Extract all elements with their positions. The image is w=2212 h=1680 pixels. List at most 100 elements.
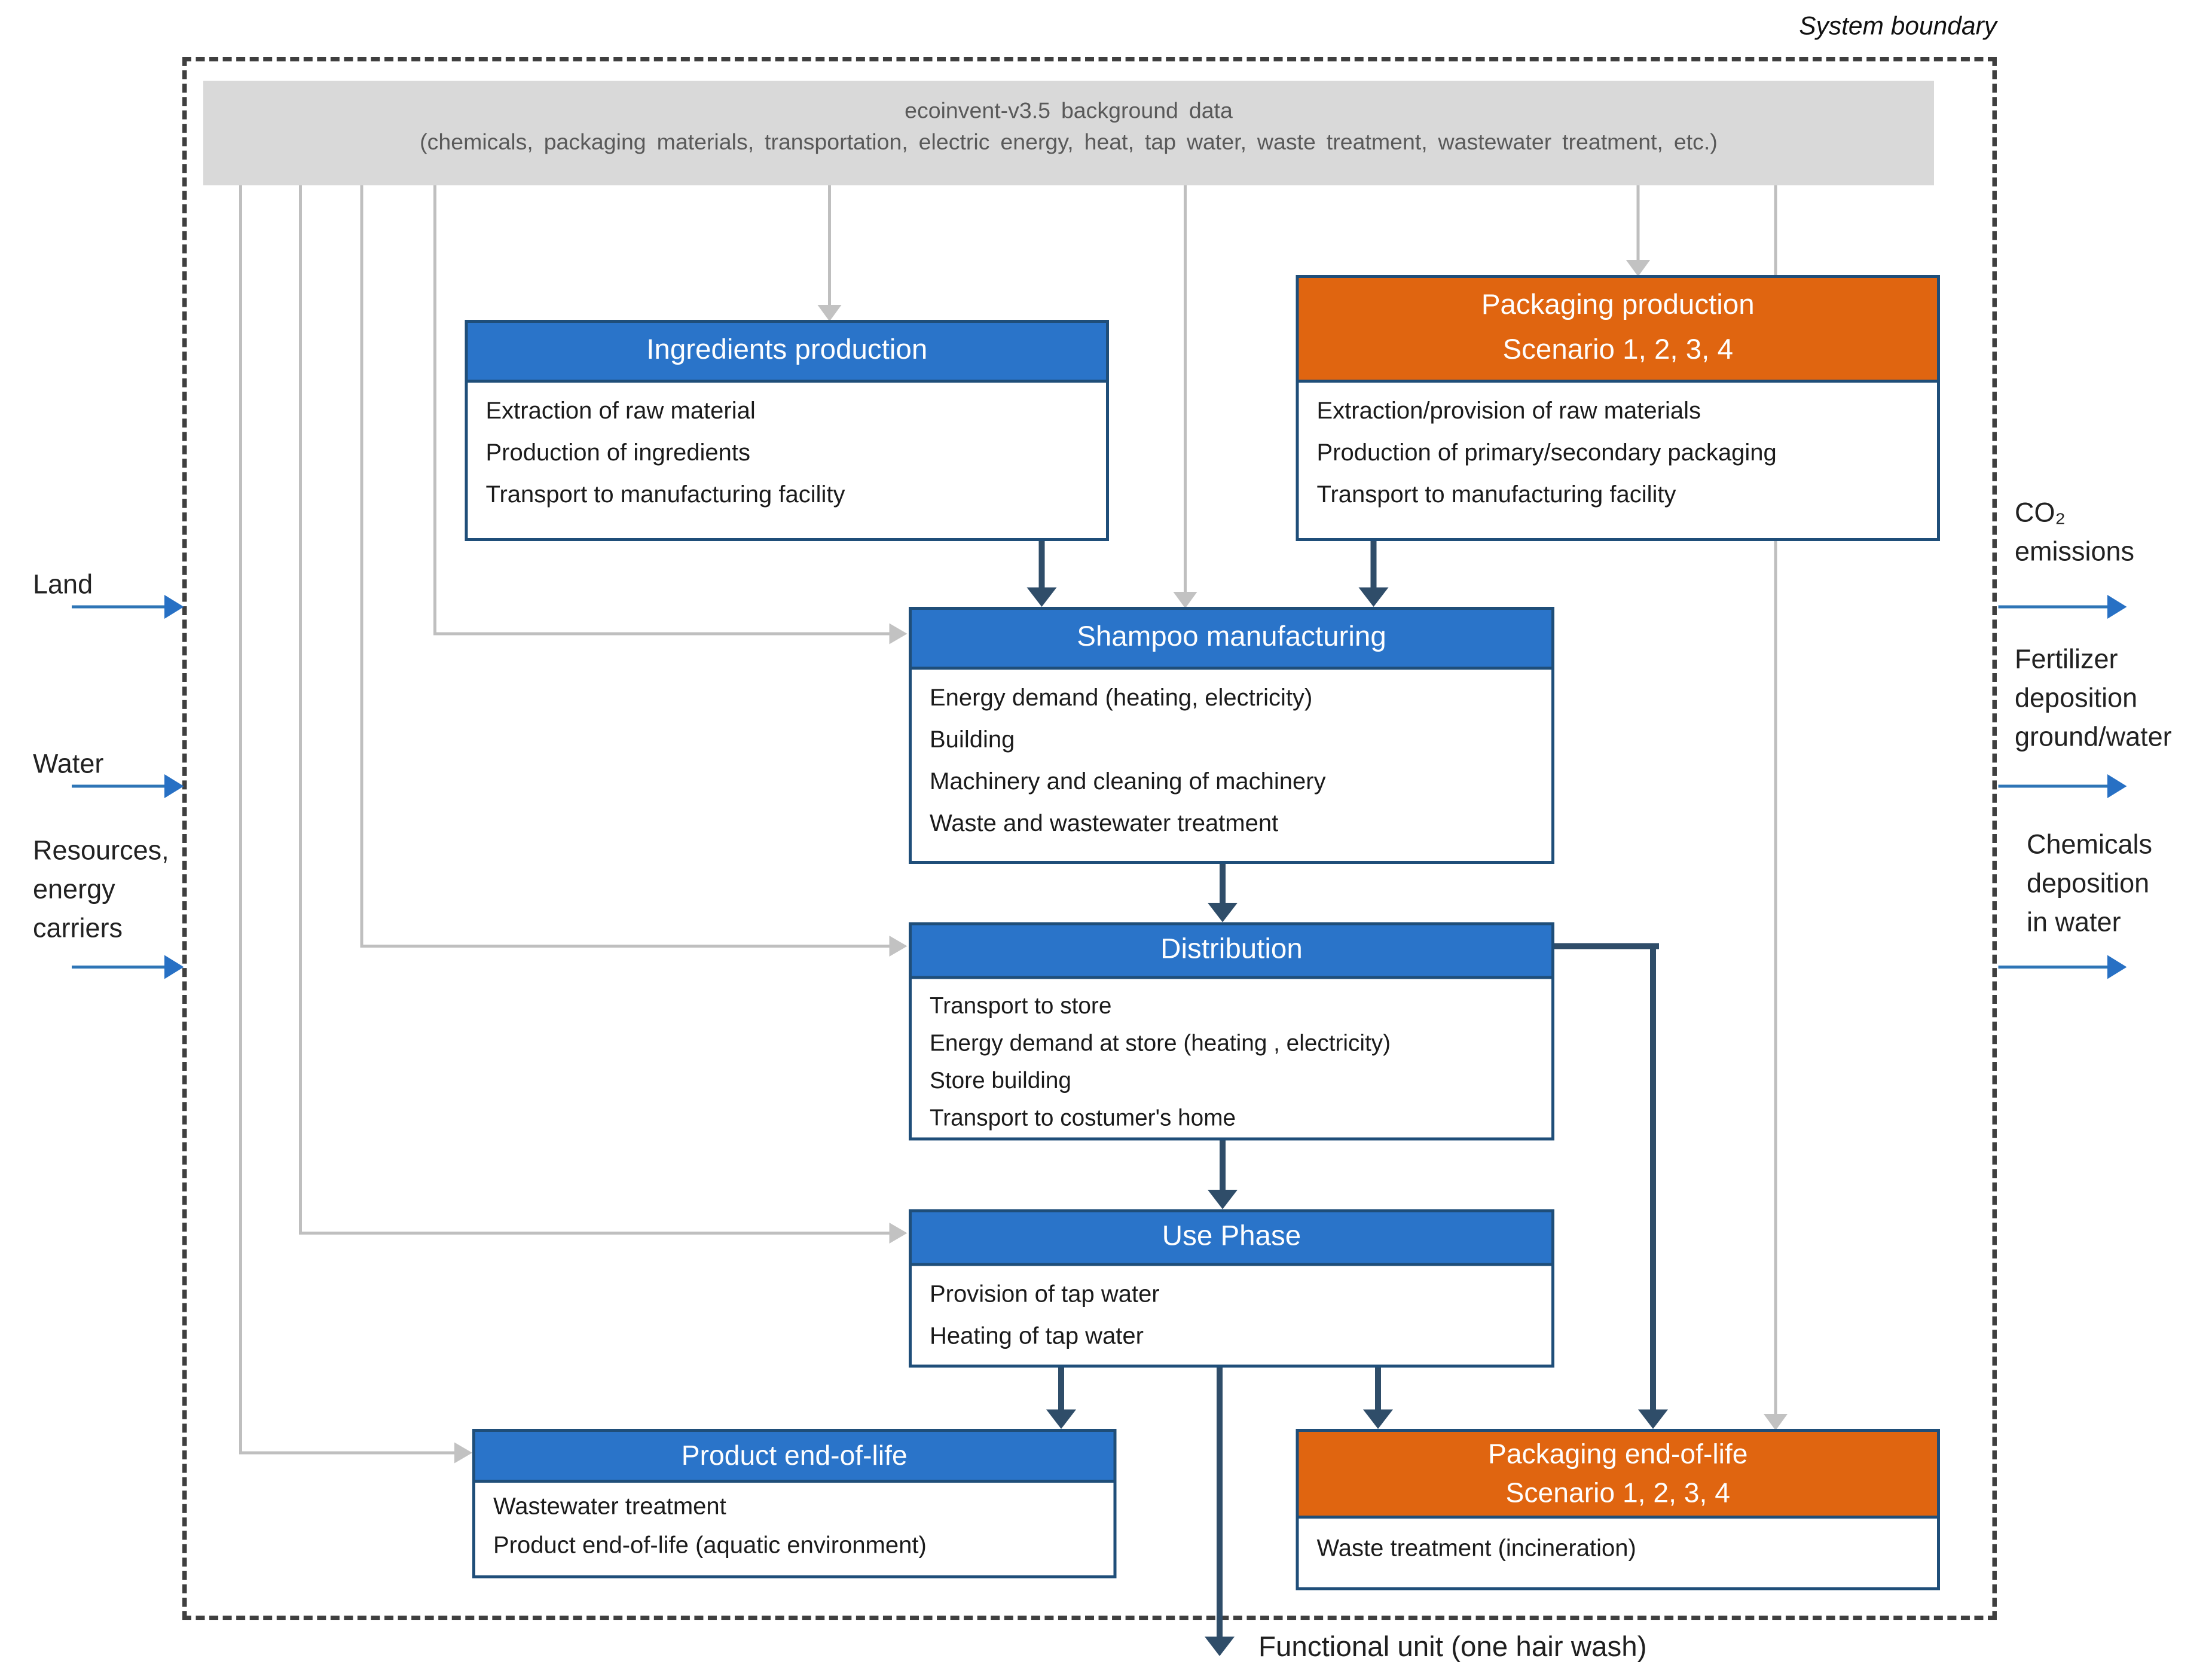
connector-banner-elbow-use-phase-vertical (299, 185, 302, 1235)
box-shampoo-manufacturing-body: Energy demand (heating, electricity) Bui… (912, 670, 1551, 855)
box-shampoo-manufacturing-header: Shampoo manufacturing (912, 610, 1551, 670)
arrowhead-functional-unit-icon (1205, 1636, 1235, 1656)
output-chemicals-line2: deposition (2027, 868, 2150, 899)
box-distribution-header: Distribution (912, 925, 1551, 979)
box-use-phase-header: Use Phase (912, 1212, 1551, 1266)
output-co2-line2: emissions (2015, 536, 2135, 567)
list-item: Production of ingredients (485, 441, 751, 467)
connector-distribution-to-packaging-eol-vertical (1650, 943, 1656, 1411)
arrowhead-right-distribution-icon (889, 936, 908, 957)
system-boundary-frame (182, 57, 1997, 1620)
input-land-label: Land (33, 569, 93, 600)
box-ingredients-production-title: Ingredients production (646, 335, 928, 366)
arrowhead-down-ingredients-icon (817, 305, 842, 322)
box-distribution: Distribution Transport to store Energy d… (909, 922, 1554, 1141)
output-co2-line1: CO₂ (2015, 497, 2066, 528)
box-shampoo-manufacturing: Shampoo manufacturing Energy demand (hea… (909, 607, 1554, 864)
input-water-arrowhead-icon (164, 774, 184, 798)
arrowhead-right-use-phase-icon (889, 1223, 908, 1244)
output-co2-label: CO₂ emissions (2015, 493, 2134, 571)
box-packaging-end-of-life: Packaging end-of-life Scenario 1, 2, 3, … (1296, 1429, 1940, 1590)
list-item: Heating of tap water (930, 1324, 1144, 1350)
output-chemicals-line1: Chemicals (2027, 829, 2153, 860)
box-packaging-production: Packaging production Scenario 1, 2, 3, 4… (1296, 275, 1940, 541)
connector-use-phase-to-packaging-eol (1375, 1367, 1381, 1411)
box-use-phase-title: Use Phase (1162, 1221, 1301, 1253)
box-ingredients-production: Ingredients production Extraction of raw… (465, 320, 1109, 541)
connector-banner-elbow-product-eol-horizontal (240, 1451, 454, 1455)
arrowhead-use-phase-packaging-eol-icon (1363, 1409, 1393, 1429)
list-item: Production of primary/secondary packagin… (1316, 441, 1777, 467)
list-item: Wastewater treatment (493, 1495, 726, 1520)
box-shampoo-manufacturing-title: Shampoo manufacturing (1077, 622, 1386, 653)
connector-banner-elbow-use-phase-horizontal (300, 1232, 890, 1235)
list-item: Provision of tap water (930, 1282, 1160, 1308)
input-resources-line1: Resources, (33, 835, 169, 866)
arrowhead-right-product-eol-icon (454, 1442, 472, 1464)
output-fertilizer-label: Fertilizer deposition ground/water (2015, 640, 2172, 756)
output-fertilizer-line3: ground/water (2015, 722, 2172, 752)
arrowhead-distribution-use-phase-icon (1208, 1190, 1238, 1209)
box-packaging-end-of-life-header: Packaging end-of-life Scenario 1, 2, 3, … (1299, 1432, 1937, 1519)
list-item: Transport to store (930, 994, 1112, 1020)
list-item: Transport to costumer's home (930, 1106, 1236, 1132)
connector-distribution-right-horizontal (1554, 943, 1659, 949)
box-packaging-end-of-life-title-line1: Packaging end-of-life (1487, 1438, 1748, 1470)
connector-use-phase-to-functional-unit (1217, 1367, 1223, 1640)
arrowhead-down-packaging-eol-icon (1764, 1414, 1788, 1431)
connector-banner-elbow-distribution-vertical (360, 185, 363, 948)
arrowhead-right-shampoo-icon (889, 623, 908, 644)
box-packaging-production-body: Extraction/provision of raw materials Pr… (1299, 383, 1938, 526)
input-water-arrow-line (72, 784, 164, 788)
output-fertilizer-arrowhead-icon (2107, 774, 2127, 798)
list-item: Extraction of raw material (485, 399, 756, 425)
box-product-end-of-life-title: Product end-of-life (681, 1439, 908, 1471)
output-chemicals-line3: in water (2027, 907, 2121, 937)
list-item: Machinery and cleaning of machinery (930, 769, 1326, 796)
box-use-phase: Use Phase Provision of tap water Heating… (909, 1209, 1554, 1368)
output-fertilizer-arrow-line (1998, 784, 2107, 788)
arrowhead-packaging-shampoo-icon (1358, 587, 1389, 607)
list-item: Extraction/provision of raw materials (1316, 399, 1701, 425)
list-item: Energy demand (heating, electricity) (930, 686, 1313, 712)
list-item: Waste and wastewater treatment (930, 811, 1279, 838)
list-item: Product end-of-life (aquatic environment… (493, 1534, 927, 1559)
input-land-arrow-line (72, 605, 164, 609)
input-land-arrowhead-icon (164, 595, 184, 619)
arrowhead-distribution-packaging-eol-icon (1638, 1409, 1668, 1429)
box-packaging-production-header: Packaging production Scenario 1, 2, 3, 4 (1299, 278, 1937, 383)
connector-ingredients-to-shampoo (1038, 541, 1045, 589)
box-ingredients-production-header: Ingredients production (468, 323, 1106, 383)
connector-banner-elbow-shampoo-horizontal (435, 632, 890, 636)
box-packaging-production-title-line1: Packaging production (1481, 290, 1755, 322)
input-resources-arrow-line (72, 966, 164, 969)
box-packaging-production-title-line2: Scenario 1, 2, 3, 4 (1502, 335, 1734, 366)
system-boundary-label: System boundary (1799, 12, 1997, 41)
input-resources-arrowhead-icon (164, 955, 184, 979)
output-fertilizer-line1: Fertilizer (2015, 644, 2118, 674)
output-chemicals-label: Chemicals deposition in water (2027, 825, 2152, 942)
functional-unit-label: Functional unit (one hair wash) (1258, 1632, 1647, 1664)
box-use-phase-body: Provision of tap water Heating of tap wa… (912, 1266, 1551, 1368)
arrowhead-shampoo-distribution-icon (1208, 903, 1238, 923)
list-item: Building (930, 728, 1015, 754)
list-item: Energy demand at store (heating , electr… (930, 1031, 1391, 1057)
connector-banner-elbow-product-eol-vertical (239, 185, 242, 1455)
connector-banner-elbow-distribution-horizontal (362, 945, 890, 948)
connector-banner-elbow-shampoo-vertical (433, 185, 436, 636)
input-resources-line3: carriers (33, 913, 123, 943)
box-product-end-of-life: Product end-of-life Wastewater treatment… (472, 1429, 1117, 1578)
arrowhead-down-shampoo-icon (1173, 592, 1197, 609)
arrowhead-ingredients-shampoo-icon (1026, 587, 1057, 607)
connector-use-phase-to-product-eol (1058, 1367, 1064, 1411)
box-product-end-of-life-header: Product end-of-life (475, 1432, 1114, 1483)
arrowhead-use-phase-product-eol-icon (1046, 1409, 1076, 1429)
box-packaging-end-of-life-title-line2: Scenario 1, 2, 3, 4 (1505, 1477, 1730, 1508)
connector-distribution-to-use-phase (1220, 1140, 1226, 1192)
list-item: Waste treatment (incineration) (1316, 1537, 1636, 1562)
list-item: Store building (930, 1068, 1071, 1095)
output-chemicals-arrowhead-icon (2107, 955, 2127, 979)
list-item: Transport to manufacturing facility (485, 482, 845, 509)
